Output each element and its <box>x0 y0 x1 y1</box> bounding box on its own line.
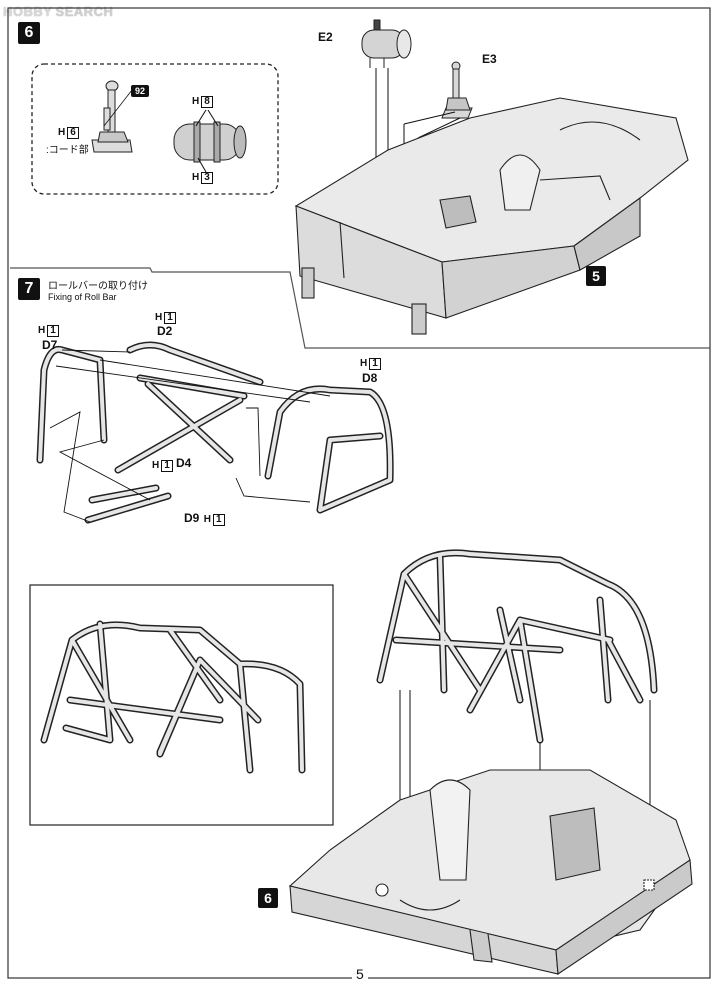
label-h6-prefix: H <box>58 127 66 138</box>
assembled-inset-box <box>29 584 334 826</box>
step7-title-en: Fixing of Roll Bar <box>48 292 117 302</box>
label-h8-num: 8 <box>201 96 213 108</box>
cord-note: :コード部 <box>46 145 89 156</box>
label-d4-h-num: 1 <box>161 460 173 472</box>
label-h3-num: 3 <box>201 172 213 184</box>
step6-number: 6 <box>18 22 40 44</box>
label-h8-prefix: H <box>192 96 200 107</box>
label-h3-prefix: H <box>192 172 200 183</box>
step7-title-jp: ロールバーの取り付け <box>48 281 148 292</box>
label-d2-h-prefix: H <box>155 312 163 323</box>
label-h6-num: 6 <box>67 127 79 139</box>
chassis-tub-step6 <box>294 97 689 335</box>
part-label-e2: E2 <box>318 30 333 44</box>
part-label-d7: D7 <box>42 338 58 352</box>
part-label-d2: D2 <box>157 324 173 338</box>
label-d8-h-prefix: H <box>360 358 368 369</box>
e3-part <box>441 61 473 119</box>
tank-detail <box>173 109 247 173</box>
part-label-d9: D9 <box>184 511 200 525</box>
part-label-d8: D8 <box>362 371 378 385</box>
chassis-tub-step7 <box>288 769 693 975</box>
step7-panel-border <box>10 267 710 349</box>
label-d2-h-num: 1 <box>164 312 176 324</box>
part-label-e3: E3 <box>482 52 497 66</box>
gearlever-detail <box>91 80 133 153</box>
step7-ref-step-6: 6 <box>258 888 278 908</box>
label-d7-h-prefix: H <box>38 325 46 336</box>
step7-number: 7 <box>18 278 40 300</box>
label-d4-h-prefix: H <box>152 460 160 471</box>
step6-detail-box <box>31 63 279 195</box>
page-number: 5 <box>352 966 368 982</box>
step6-ref-step-5: 5 <box>586 266 606 286</box>
label-d8-h-num: 1 <box>369 358 381 370</box>
rollbar-over-chassis <box>376 549 658 744</box>
label-d9-h-num: 1 <box>213 514 225 526</box>
part-92-box: 92 <box>131 85 149 97</box>
label-d7-h-num: 1 <box>47 325 59 337</box>
rollbar-guide-lines <box>49 349 331 523</box>
label-d9-h-prefix: H <box>203 514 212 525</box>
part-label-92: 92 <box>131 81 149 99</box>
part-label-d4: D4 <box>176 456 192 470</box>
e2-part <box>361 19 412 68</box>
rollbar-assembled-inset <box>40 620 306 774</box>
rollbar-exploded <box>36 341 394 524</box>
